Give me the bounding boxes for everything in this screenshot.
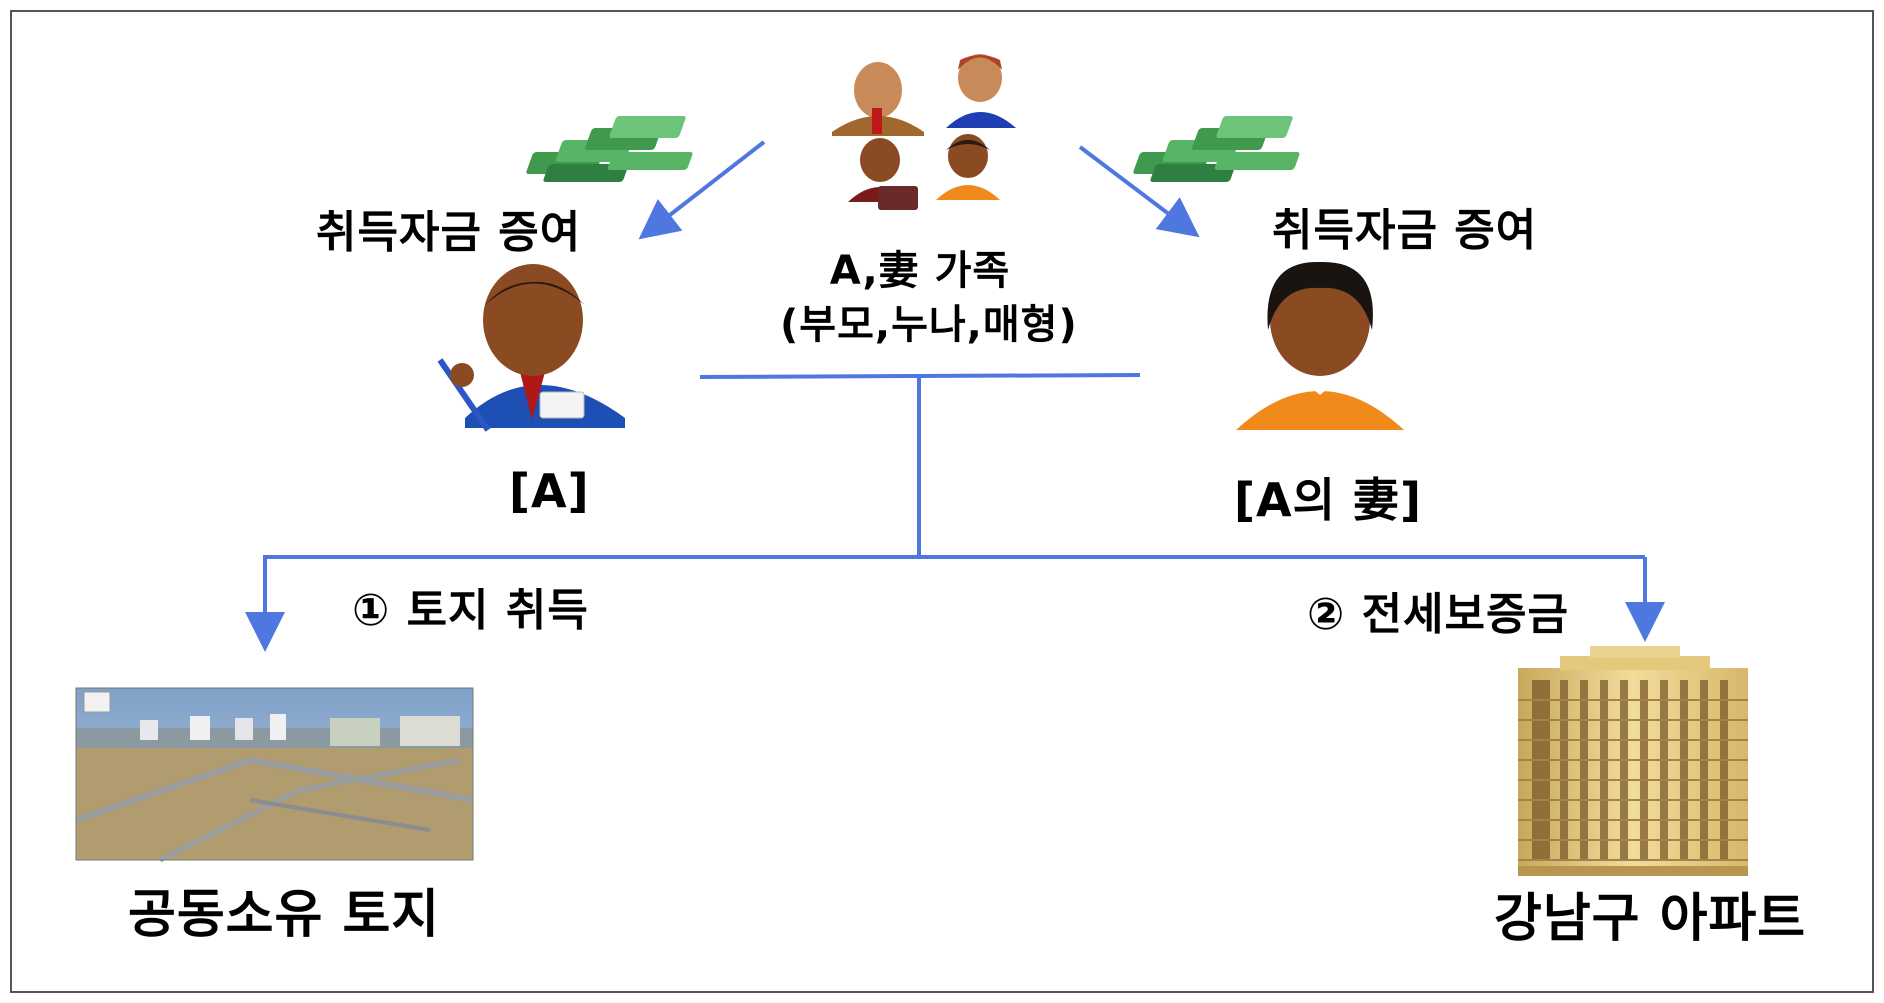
woman-icon — [1236, 261, 1404, 430]
apartment-building-icon — [1518, 646, 1748, 876]
diagram-frame — [10, 10, 1874, 993]
gift-label-left: 취득자금 증여 — [316, 207, 582, 258]
gift-label-right: 취득자금 증여 — [1272, 205, 1538, 256]
businessman-icon — [437, 264, 625, 432]
step1-label: ① 토지 취득 — [352, 585, 589, 636]
apartment-label: 강남구 아파트 — [1494, 889, 1807, 949]
family-label: A,妻 가족 (부모,누나,매형) — [780, 244, 1078, 352]
family-label-line2: (부모,누나,매형) — [780, 302, 1078, 348]
money-stack-icon — [526, 116, 693, 182]
person-wife-label: [A의 妻] — [1234, 473, 1422, 527]
family-group-icon — [832, 54, 1016, 210]
land-label: 공동소유 토지 — [128, 885, 441, 945]
family-label-line1: A,妻 가족 — [829, 248, 1011, 294]
land-photo — [75, 687, 474, 863]
money-stack-icon — [1133, 116, 1300, 182]
person-a-label: [A] — [509, 464, 590, 518]
step2-label: ② 전세보증금 — [1307, 589, 1569, 640]
